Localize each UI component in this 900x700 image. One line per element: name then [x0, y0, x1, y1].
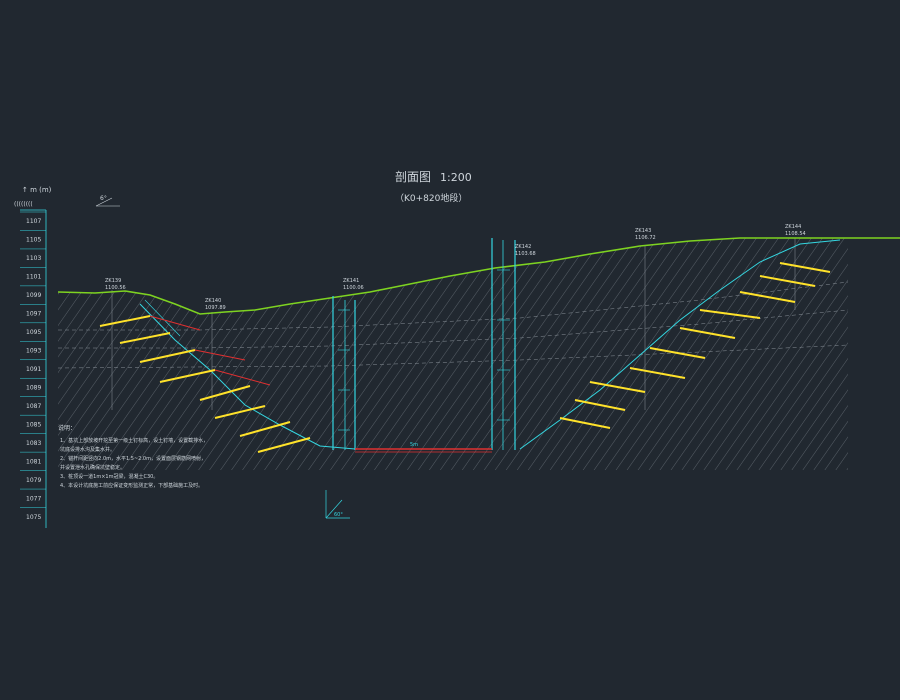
left-anchor-heads [149, 315, 271, 386]
drawing-subtitle: （K0+820地段） [395, 192, 467, 204]
elevation-tick-label: 1105 [26, 237, 41, 244]
borehole-elevation: 1108.54 [785, 231, 806, 237]
pile-left [332, 296, 356, 450]
borehole-elevation: 1097.89 [205, 305, 226, 311]
elevation-tick-label: 1083 [26, 440, 41, 447]
stratum-lines [57, 281, 849, 369]
elevation-tick-label: 1093 [26, 348, 41, 355]
elevation-tick-label: 1087 [26, 403, 41, 410]
right-soil-nails [559, 262, 831, 429]
elevation-tick-label: 1089 [26, 384, 41, 391]
elevation-tick-label: 1099 [26, 292, 41, 299]
elevation-tick-label: 1079 [26, 477, 41, 484]
elevation-scale: 1107 1105 1103 1101 1099 1097 1095 1093 1091 1089… [20, 211, 46, 521]
notes-line: 4、本设计坑底施工前应保证变形监测正常，下部基础施工及时。 [60, 482, 203, 489]
soil-hatch [58, 238, 848, 470]
elevation-tick-label: 1103 [26, 255, 41, 262]
ground-surface-line [57, 237, 900, 315]
elevation-header: (((((((( [14, 201, 33, 208]
borehole-id: ZK143 [635, 228, 651, 234]
elevation-tick-label: 1101 [26, 274, 41, 281]
right-excavation-slope [519, 239, 841, 450]
borehole-id: ZK144 [785, 224, 801, 230]
elevation-tick-label: 1085 [26, 421, 41, 428]
elevation-unit: ↑ m (m) [22, 186, 52, 194]
borehole-id: ZK142 [515, 244, 531, 250]
slope-label-top: 6° [100, 195, 107, 202]
borehole-id: ZK139 [105, 278, 121, 284]
notes-block: 说明： 1、基坑上部放坡开挖至第一级土钉标高，设土钉墙，设置截排水， 坑底设排水… [58, 424, 208, 489]
elevation-tick-label: 1091 [26, 366, 41, 373]
notes-line: 3、桩顶设一道1m×1m冠梁，混凝土C30。 [60, 473, 158, 480]
notes-line: 2、锚杆间距竖向2.0m，水平1.5~2.0m，设置面层钢筋网喷射， [60, 455, 206, 462]
borehole-elevation: 1100.06 [343, 285, 364, 291]
elevation-tick-label: 1095 [26, 329, 41, 336]
notes-line: 并设置泄水孔确保坑壁稳定。 [60, 464, 125, 471]
borehole-elevation: 1106.72 [635, 235, 656, 241]
elevation-tick-label: 1077 [26, 495, 41, 502]
elevation-tick-label: 1075 [26, 514, 41, 521]
borehole-elevation: 1103.68 [515, 251, 536, 257]
notes-line: 坑底设排水沟及集水井。 [60, 446, 115, 453]
drawing-title: 剖面图 [395, 170, 431, 184]
borehole-lines [111, 238, 796, 410]
left-soil-nails [99, 315, 311, 453]
left-excavation-slope [139, 303, 356, 450]
drawing-scale: 1:200 [440, 171, 472, 184]
notes-line: 1、基坑上部放坡开挖至第一级土钉标高，设土钉墙，设置截排水， [60, 437, 208, 444]
slope-marker-top: 6° [95, 195, 120, 207]
elevation-tick-label: 1097 [26, 311, 41, 318]
slope-marker-bottom: 60° [325, 490, 350, 519]
pile-right [491, 238, 516, 450]
elevation-tick-label: 1081 [26, 458, 41, 465]
elevation-tick-label: 1107 [26, 218, 41, 225]
borehole-id: ZK141 [343, 278, 359, 284]
borehole-elevation: 1100.56 [105, 285, 126, 291]
notes-heading: 说明： [58, 424, 76, 432]
borehole-id: ZK140 [205, 298, 221, 304]
bottom-bar-label: 5m [410, 442, 418, 448]
slope-label-bottom: 60° [334, 512, 343, 518]
